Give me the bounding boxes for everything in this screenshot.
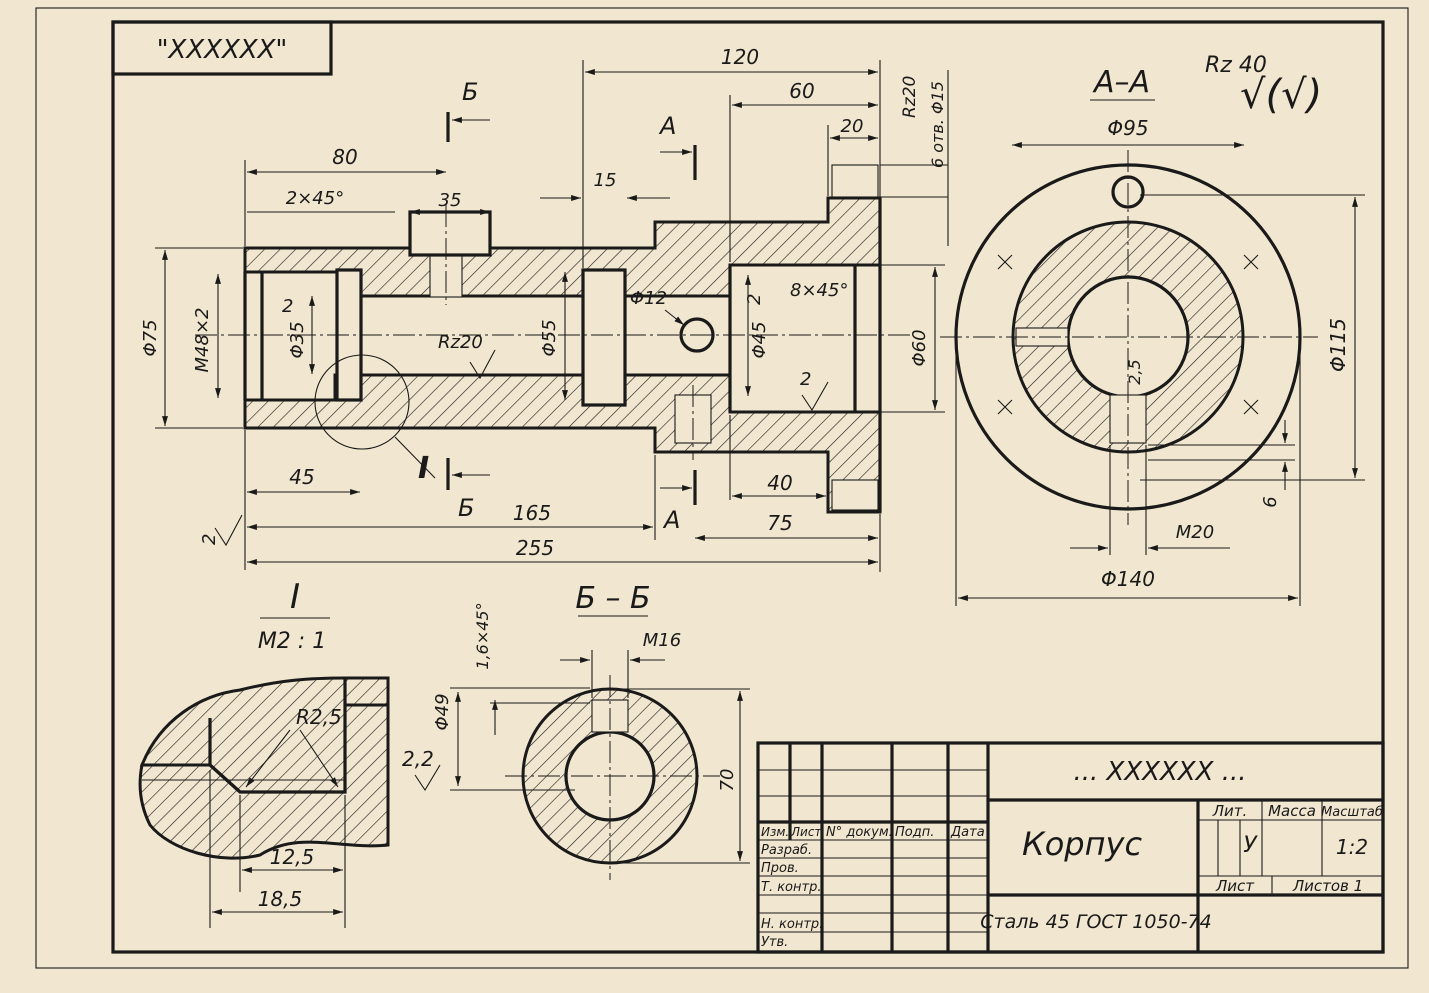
bb-d70: 70 xyxy=(717,769,738,792)
dim-phi55: Φ55 xyxy=(539,319,560,356)
tb-scale-label: Масштаб xyxy=(1321,805,1383,820)
dim-phi12: Φ12 xyxy=(630,288,667,309)
dim-phi115: Φ115 xyxy=(1326,318,1350,372)
section-bb-title: Б – Б xyxy=(575,581,650,616)
dim-165: 165 xyxy=(513,501,551,525)
drawing-frame xyxy=(111,20,1385,954)
detail-title: I xyxy=(290,577,300,617)
tb-sheet-label: Лист xyxy=(1215,877,1255,895)
dim-15: 15 xyxy=(594,170,617,191)
dim-45: 45 xyxy=(289,465,314,489)
title-block: Изм. Лист N° докум. Подп. Дата Разраб. П… xyxy=(756,741,1385,954)
dim-20: 20 xyxy=(841,116,864,137)
dim-120: 120 xyxy=(721,45,759,69)
tb-role-1: Разраб. xyxy=(761,843,812,858)
dim-255: 255 xyxy=(516,536,554,560)
outer-border xyxy=(35,7,1409,969)
dim-80: 80 xyxy=(332,145,357,169)
dim-chamfer-right: 8×45° xyxy=(790,280,848,301)
tb-sign: Подп. xyxy=(895,825,934,840)
tb-sheets-label: Листов 1 xyxy=(1292,877,1363,895)
tb-docno: N° докум. xyxy=(826,825,893,840)
detail-d125: 12,5 xyxy=(270,845,315,869)
dim-6: 6 xyxy=(1260,496,1281,507)
cut-b-bottom: Б xyxy=(458,494,474,522)
detail-1: I M2 : 1 R2,5 2,2 12,5 18,5 xyxy=(138,577,441,928)
main-view xyxy=(195,112,910,514)
section-aa: А–А Φ95 Φ115 Φ140 M20 6 2,5 xyxy=(940,65,1365,606)
dim-chamfer-left: 2×45° xyxy=(286,188,344,209)
tb-scale-value: 1:2 xyxy=(1336,835,1368,859)
tb-list: Лист xyxy=(790,825,822,839)
dim-35: 35 xyxy=(439,190,462,211)
bb-chamfer: 1,6×45° xyxy=(473,602,492,669)
corner-stamp-text: "XXXXXX" xyxy=(157,35,288,65)
tb-role-2: Пров. xyxy=(761,861,799,876)
bb-phi49: Φ49 xyxy=(432,693,453,730)
rough-general-value: Rz 40 xyxy=(1205,53,1267,78)
tb-lit-label: Лит. xyxy=(1212,802,1248,820)
rough-left: 2 xyxy=(199,534,220,545)
tb-mass-label: Масса xyxy=(1268,802,1316,820)
dim-m48: M48×2 xyxy=(192,308,213,373)
detail-scale: M2 : 1 xyxy=(258,629,326,654)
holes-note: 6 отв. Φ15 xyxy=(928,81,947,168)
corner-stamp: "XXXXXX" xyxy=(111,20,333,76)
dim-40: 40 xyxy=(767,471,792,495)
cut-b-top: Б xyxy=(462,78,478,106)
tb-role-4: Н. контр. xyxy=(761,917,823,932)
dim-phi75: Φ75 xyxy=(140,319,161,356)
detail-rough22: 2,2 xyxy=(402,747,434,771)
dim-60: 60 xyxy=(789,79,814,103)
dim-phi45: Φ45 xyxy=(749,321,770,358)
rough-2c: 2 xyxy=(800,369,811,390)
dim-phi60: Φ60 xyxy=(909,329,930,366)
section-aa-title: А–А xyxy=(1092,65,1150,100)
dim-phi95: Φ95 xyxy=(1107,116,1148,140)
detail-mark: I xyxy=(418,451,429,486)
dim-phi35: Φ35 xyxy=(287,321,308,358)
rough-general-symbol: √(√) xyxy=(1240,72,1322,118)
rough-25: 2,5 xyxy=(1125,359,1144,384)
tb-lit-value: У xyxy=(1243,833,1258,858)
tb-doc-code: ... XXXXXX ... xyxy=(1074,757,1247,787)
tb-part-name: Корпус xyxy=(1022,825,1142,863)
cut-a-top: А xyxy=(658,112,676,140)
dim-m20: M20 xyxy=(1176,522,1214,543)
rough-rz20-top: Rz20 xyxy=(900,76,920,118)
tb-role-5: Утв. xyxy=(761,935,788,950)
tb-date: Дата xyxy=(950,825,985,840)
dim-phi140: Φ140 xyxy=(1101,567,1155,591)
rough-rz20: Rz20 xyxy=(438,332,483,353)
tb-material: Сталь 45 ГОСТ 1050-74 xyxy=(980,911,1211,933)
main-dimensions: 120 60 20 80 2×45° 35 15 Φ75 M48×2 Φ35 2… xyxy=(140,45,949,572)
section-bb: Б – Б M16 Φ49 1,6×45° 70 xyxy=(432,581,750,880)
dim-75: 75 xyxy=(767,511,792,535)
detail-r25: R2,5 xyxy=(296,705,342,729)
tb-role-3: Т. контр. xyxy=(761,880,821,895)
cut-a-bottom: А xyxy=(662,506,680,534)
bb-m16: M16 xyxy=(643,630,681,651)
tb-izm: Изм. xyxy=(761,825,789,839)
general-roughness: Rz 40 √(√) xyxy=(1205,53,1322,118)
detail-d185: 18,5 xyxy=(258,887,303,911)
rough-2a: 2 xyxy=(282,296,293,317)
rough-2b: 2 xyxy=(744,294,765,305)
